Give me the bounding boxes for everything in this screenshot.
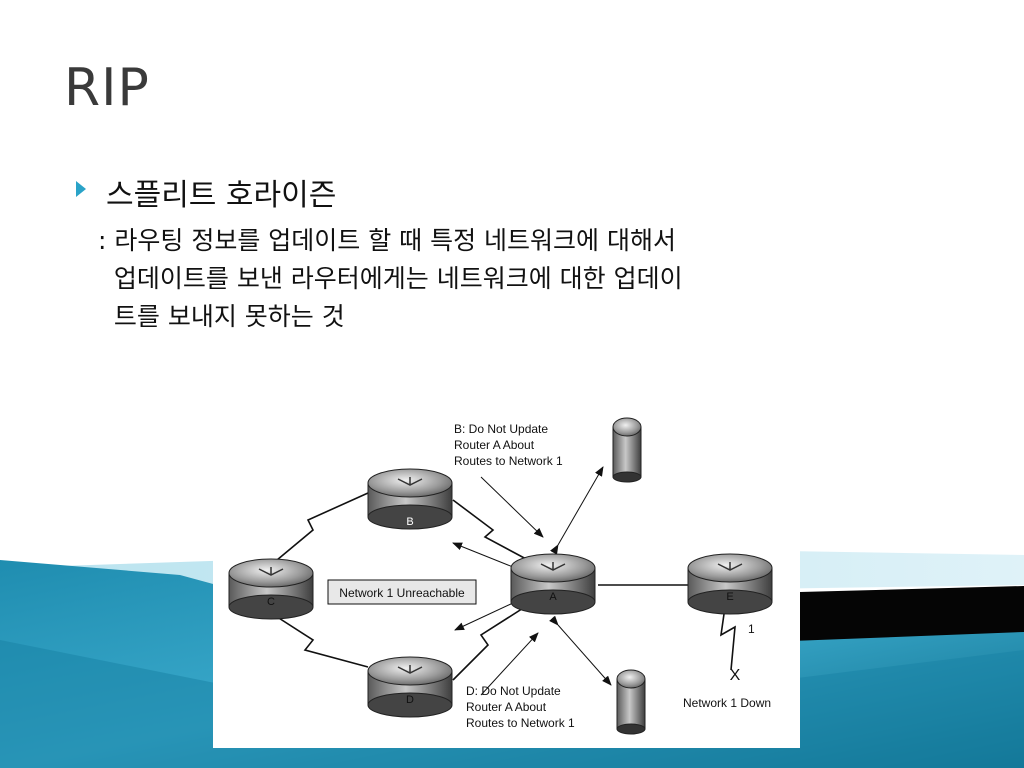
bullet-heading: 스플리트 호라이즌	[106, 178, 337, 213]
link-e-label: 1	[748, 622, 755, 636]
note-b-line-2: Router A About	[454, 438, 535, 452]
note-b-line-1: B: Do Not Update	[454, 422, 548, 436]
router-c: C	[228, 558, 314, 620]
note-d-line-1: D: Do Not Update	[466, 684, 561, 698]
router-e-label: E	[726, 591, 733, 603]
link-c-b	[270, 492, 369, 566]
router-d-label: D	[406, 694, 414, 706]
arrow-a-to-server-bottom	[549, 615, 612, 686]
note-b-line-3: Routes to Network 1	[454, 454, 563, 468]
note-d-line-2: Router A About	[466, 700, 547, 714]
network-down-label: Network 1 Down	[683, 696, 771, 710]
arrow-a-to-c-bottom	[454, 602, 514, 631]
note-d-line-3: Routes to Network 1	[466, 716, 575, 730]
bullet-arrow-icon	[76, 181, 86, 197]
server-bottom-icon	[616, 669, 646, 735]
router-c-label: C	[267, 596, 275, 608]
server-top-icon	[612, 417, 642, 483]
split-horizon-diagram: X 1 B C	[213, 395, 800, 748]
arrow-note-d-to-a	[480, 632, 539, 696]
body-line-2: 업데이트를 보낸 라우터에게는 네트워크에 대한 업데이	[98, 264, 683, 293]
router-b: B	[367, 468, 453, 530]
router-a-label: A	[549, 591, 557, 603]
link-d-a	[452, 604, 529, 681]
arrow-a-to-c-top	[452, 542, 514, 568]
router-a: A	[510, 553, 596, 615]
link-e-network1	[719, 606, 736, 671]
router-d: D	[367, 656, 453, 718]
arrow-a-to-server-top	[550, 466, 604, 555]
body-line-3: 트를 보내지 못하는 것	[98, 302, 345, 331]
slide-title: RIP	[64, 58, 150, 118]
arrow-note-b-to-a	[480, 476, 544, 538]
router-b-label: B	[406, 516, 413, 528]
network-box-frame	[327, 579, 477, 605]
router-e: E	[687, 553, 773, 615]
body-line-1: : 라우팅 정보를 업데이트 할 때 특정 네트워크에 대해서	[98, 226, 676, 255]
link-e-x-mark: X	[730, 667, 741, 684]
network-box-label: Network 1 Unreachable	[339, 586, 465, 600]
bullet-body: : 라우팅 정보를 업데이트 할 때 특정 네트워크에 대해서 업데이트를 보낸…	[98, 222, 683, 336]
link-b-a	[452, 499, 529, 561]
link-c-d	[270, 612, 369, 668]
diagram-svg: X 1 B C	[228, 417, 773, 735]
